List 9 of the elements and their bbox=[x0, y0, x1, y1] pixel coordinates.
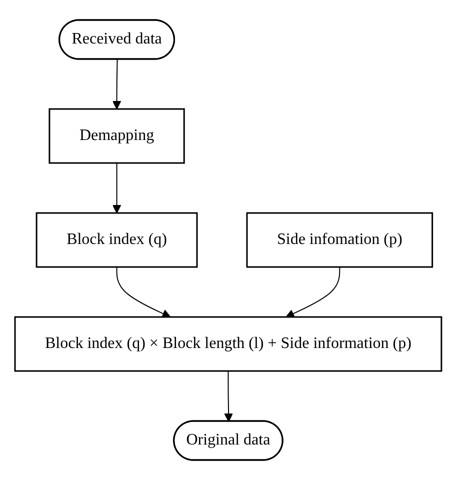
node-box: Demapping bbox=[48, 108, 186, 164]
node-box: Block index (q) bbox=[36, 212, 198, 268]
arrow bbox=[286, 266, 340, 318]
arrow bbox=[112, 59, 122, 110]
arrow bbox=[224, 370, 234, 422]
node-box: Side infomation (p) bbox=[246, 212, 434, 268]
node-box: Block index (q) × Block length (l) + Side information (p) bbox=[14, 316, 442, 372]
arrow bbox=[112, 162, 122, 214]
arrow bbox=[116, 266, 172, 318]
